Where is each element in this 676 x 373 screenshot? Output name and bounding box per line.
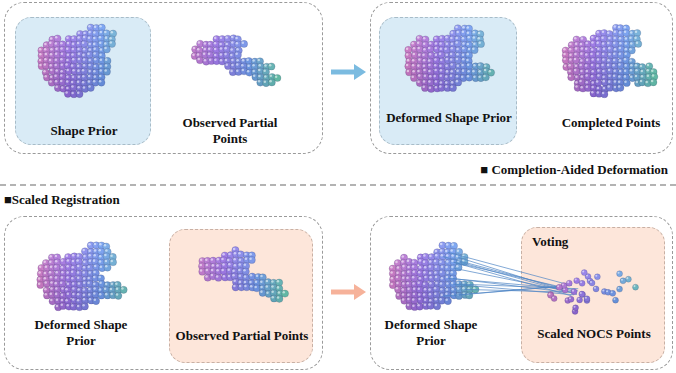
point-cloud bbox=[389, 242, 479, 311]
dashed-panel: Observed Partial Points Shape Prior bbox=[4, 2, 323, 154]
point-cloud bbox=[37, 242, 127, 311]
node-label: Observed Partial Points bbox=[170, 328, 314, 344]
node-label: Completed Points bbox=[551, 115, 671, 131]
shape-prior-box: Deformed Shape Prior bbox=[379, 17, 517, 145]
node-label: Deformed Shape Prior bbox=[371, 317, 491, 349]
flow-arrow bbox=[331, 64, 366, 80]
point-cloud bbox=[562, 24, 658, 98]
node-label: Shape Prior bbox=[16, 123, 152, 139]
point-cloud bbox=[38, 24, 117, 98]
dashed-panel: Completed Points Deformed Shape Prior bbox=[370, 2, 673, 154]
node-label: Deformed Shape Prior bbox=[380, 110, 518, 126]
point-cloud bbox=[191, 35, 281, 87]
dashed-panel: Deformed Shape Prior VotingScaled NOCS Po… bbox=[370, 216, 673, 370]
point-cloud bbox=[198, 247, 288, 303]
nocs-points bbox=[547, 270, 638, 315]
observation-box: VotingScaled NOCS Points bbox=[521, 227, 665, 363]
dashed-panel: Deformed Shape Prior Observed Partial Poi… bbox=[4, 216, 323, 370]
node-label: Voting bbox=[532, 234, 602, 250]
point-cloud bbox=[405, 25, 495, 93]
observation-box: Observed Partial Points bbox=[169, 229, 313, 363]
node-label: Observed Partial Points bbox=[170, 115, 290, 147]
section-heading: ■ Completion-Aided Deformation bbox=[480, 162, 668, 178]
voting-lines bbox=[443, 252, 578, 296]
section-heading: ■Scaled Registration bbox=[4, 192, 120, 208]
node-label: Deformed Shape Prior bbox=[21, 317, 141, 349]
separator-line bbox=[0, 184, 676, 186]
node-label: Scaled NOCS Points bbox=[522, 326, 666, 342]
shape-prior-box: Shape Prior bbox=[15, 17, 151, 145]
flow-arrow bbox=[331, 284, 366, 300]
